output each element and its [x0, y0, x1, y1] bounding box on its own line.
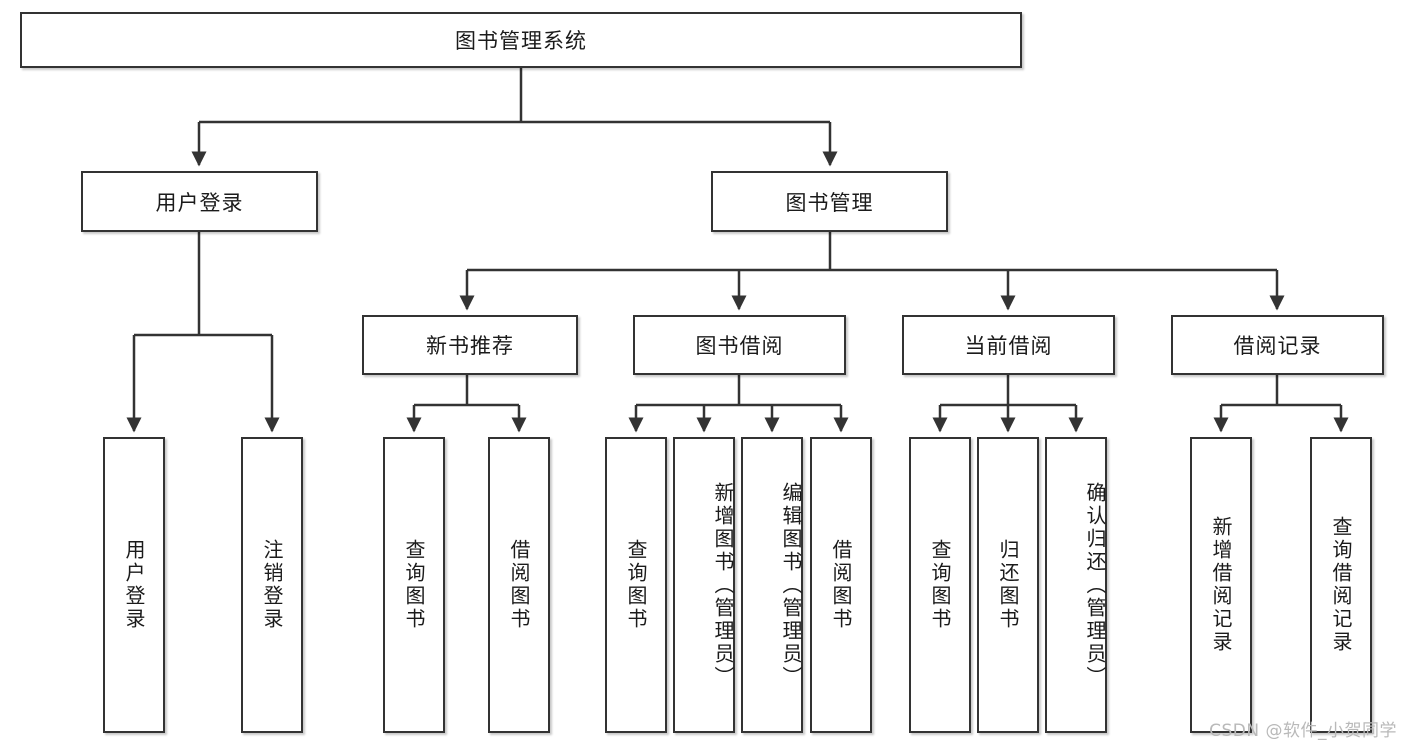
leaf-query-book-recommend[interactable]: 查询图书 [383, 437, 445, 733]
leaf-query-book-borrow[interactable]: 查询图书 [605, 437, 667, 733]
node-root-system[interactable]: 图书管理系统 [20, 12, 1022, 68]
node-label: 用户登录 [155, 190, 244, 215]
node-label: 当前借阅 [964, 334, 1053, 358]
node-label: 查询借阅记录 [1329, 516, 1353, 654]
node-label: 借阅记录 [1233, 334, 1322, 358]
node-label: 查询图书 [624, 539, 648, 631]
node-label: 借阅图书 [507, 539, 531, 631]
leaf-borrow-book-recommend[interactable]: 借阅图书 [488, 437, 550, 733]
node-new-book-recommend[interactable]: 新书推荐 [362, 315, 578, 375]
leaf-confirm-return-admin[interactable]: 确认归还（管理员） [1045, 437, 1107, 733]
node-current-borrow[interactable]: 当前借阅 [902, 315, 1115, 375]
leaf-add-borrow-record[interactable]: 新增借阅记录 [1190, 437, 1252, 733]
node-label: 确认归还（管理员） [1083, 481, 1107, 689]
node-label: 图书借阅 [695, 334, 784, 358]
node-user-login[interactable]: 用户登录 [81, 171, 318, 232]
csdn-watermark: CSDN @软件_小贺同学 [1209, 721, 1397, 741]
leaf-return-book[interactable]: 归还图书 [977, 437, 1039, 733]
node-label: 注销登录 [260, 539, 284, 631]
leaf-edit-book-admin[interactable]: 编辑图书（管理员） [741, 437, 803, 733]
leaf-add-book-admin[interactable]: 新增图书（管理员） [673, 437, 735, 733]
node-book-manage[interactable]: 图书管理 [711, 171, 948, 232]
node-label: 新增借阅记录 [1209, 516, 1233, 654]
node-label: 查询图书 [928, 539, 952, 631]
node-label: 图书管理系统 [455, 29, 587, 53]
node-label: 查询图书 [402, 539, 426, 631]
node-label: 借阅图书 [829, 539, 853, 631]
node-label: 用户登录 [122, 539, 146, 631]
leaf-query-book-current[interactable]: 查询图书 [909, 437, 971, 733]
leaf-user-login[interactable]: 用户登录 [103, 437, 165, 733]
node-label: 编辑图书（管理员） [779, 481, 803, 689]
node-label: 新增图书（管理员） [711, 481, 735, 689]
leaf-logout[interactable]: 注销登录 [241, 437, 303, 733]
node-label: 新书推荐 [426, 334, 514, 358]
leaf-borrow-book[interactable]: 借阅图书 [810, 437, 872, 733]
node-borrow-record[interactable]: 借阅记录 [1171, 315, 1384, 375]
node-book-borrow[interactable]: 图书借阅 [633, 315, 846, 375]
node-label: 图书管理 [785, 190, 874, 215]
leaf-query-borrow-record[interactable]: 查询借阅记录 [1310, 437, 1372, 733]
node-label: 归还图书 [996, 539, 1020, 631]
